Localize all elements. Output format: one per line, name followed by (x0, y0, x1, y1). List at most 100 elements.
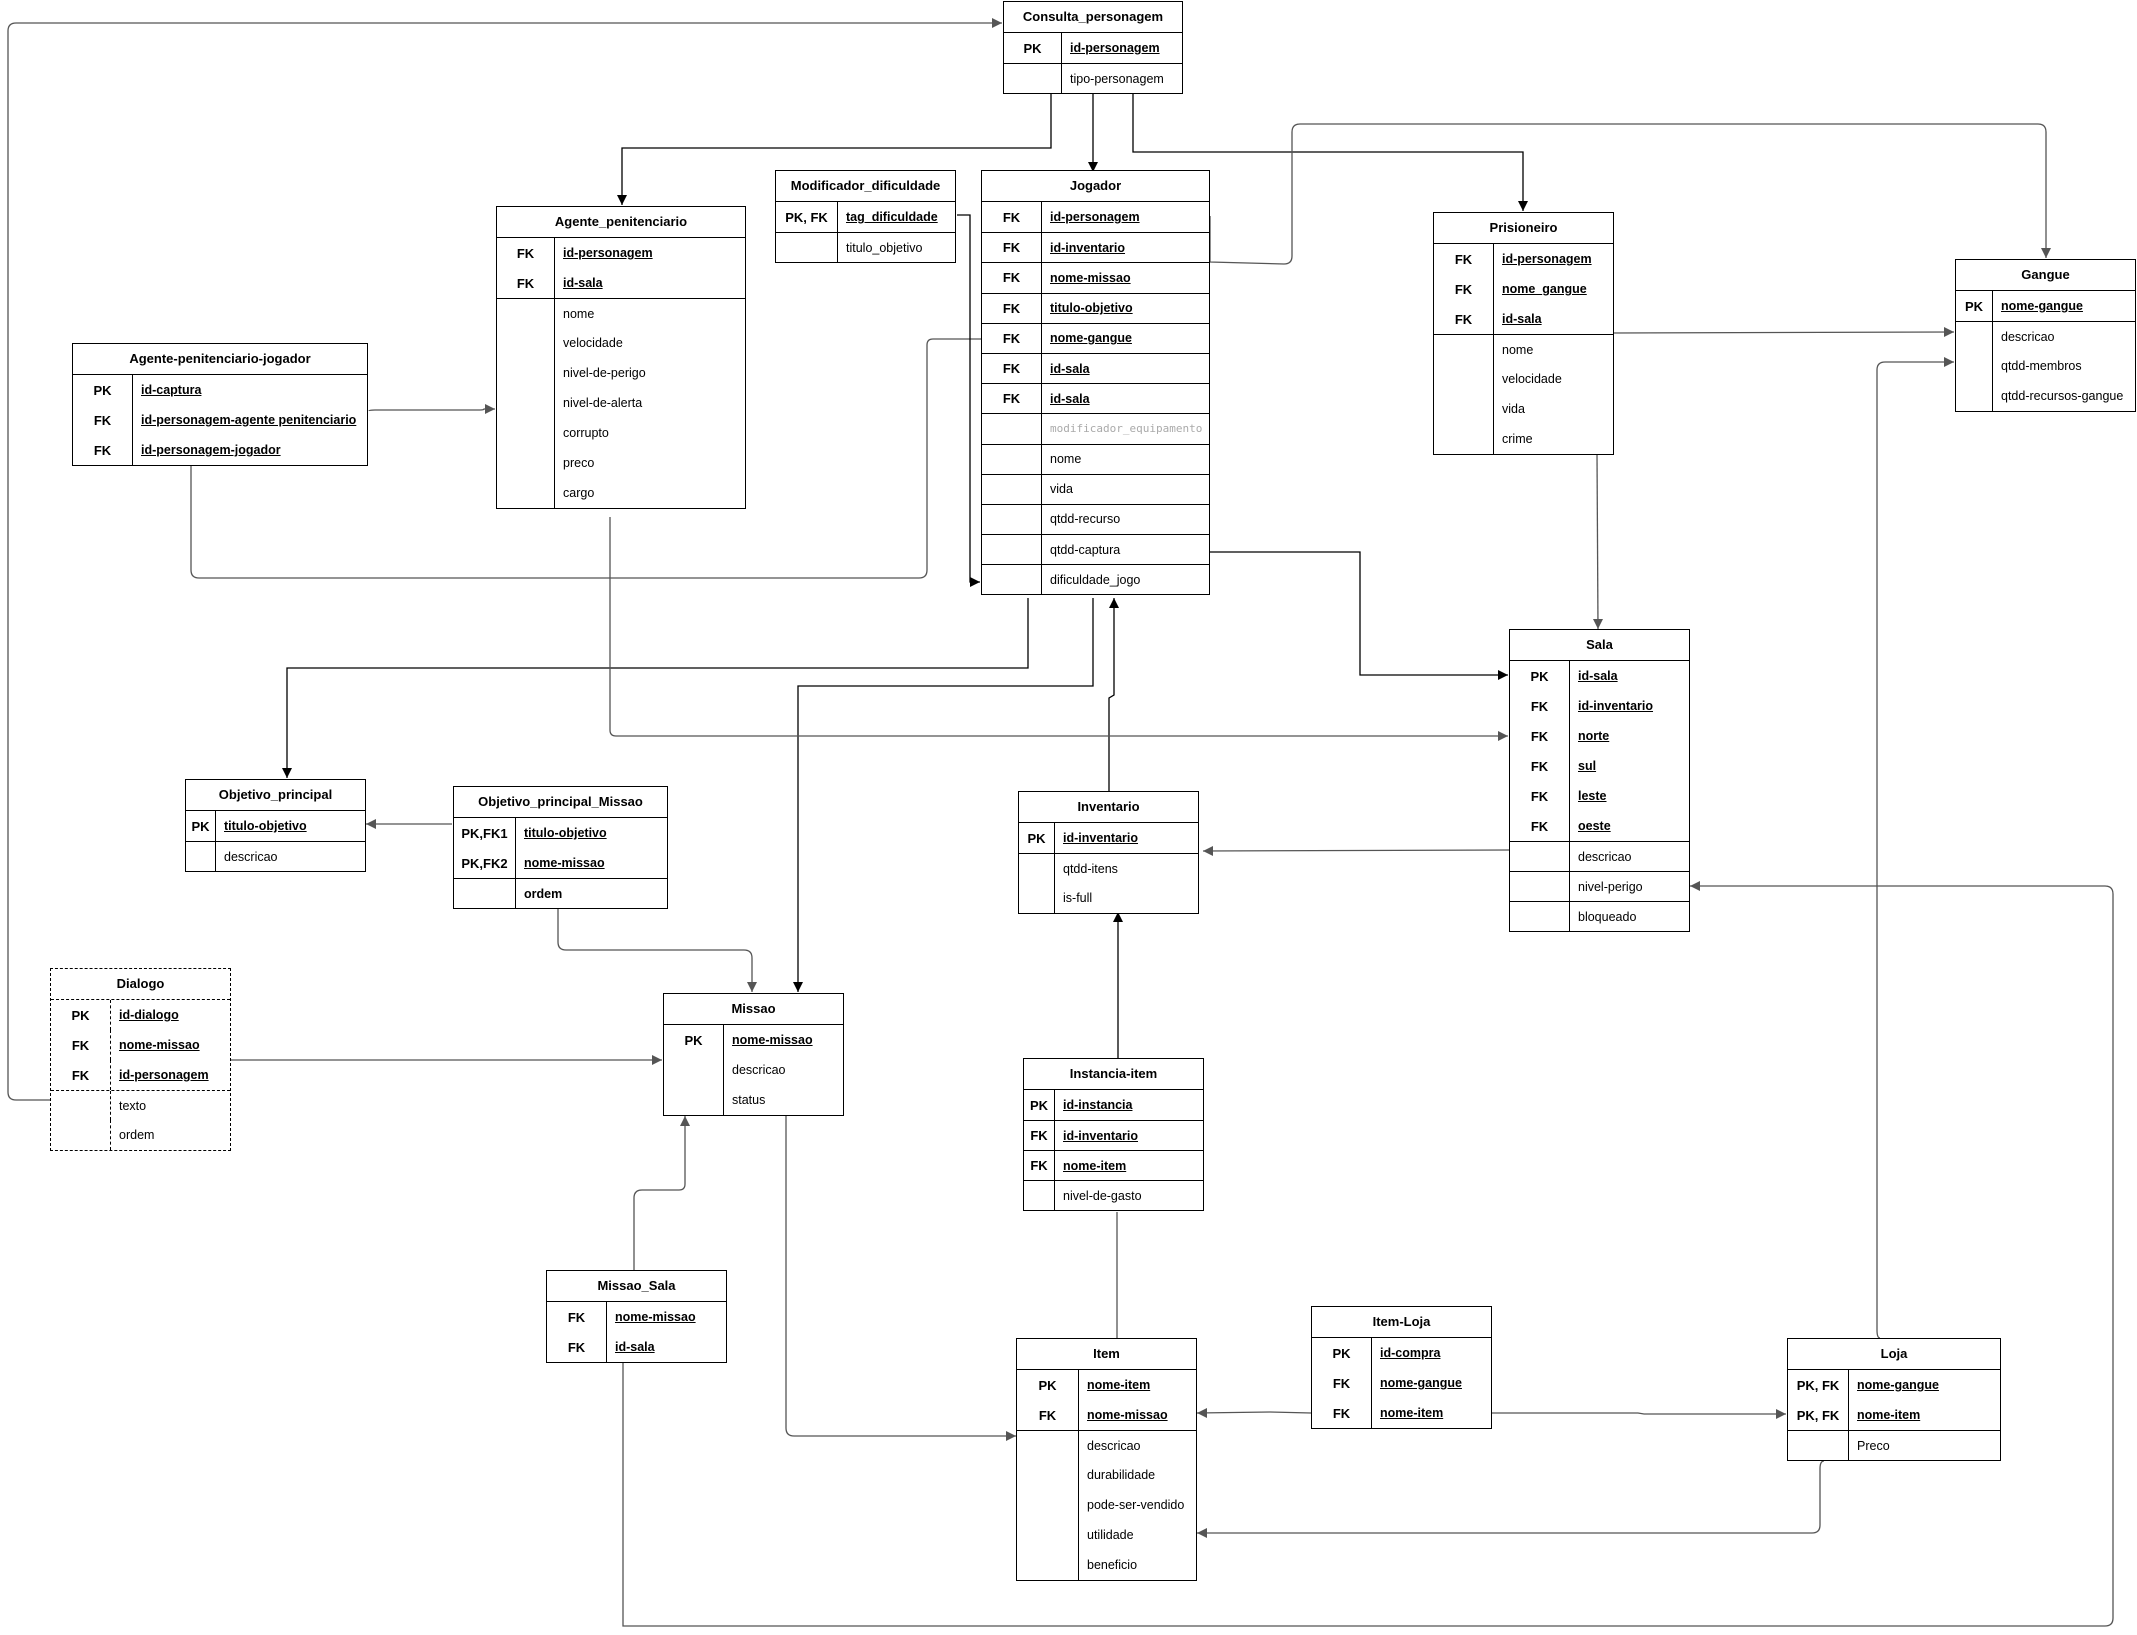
entity-row[interactable]: status (664, 1085, 843, 1115)
entity-row[interactable]: nome (1434, 334, 1613, 364)
entity-row[interactable]: bloqueado (1510, 901, 1689, 931)
entity-row[interactable]: crime (1434, 424, 1613, 454)
entity-row[interactable]: qtdd-captura (982, 534, 1209, 565)
entity-row[interactable]: durabilidade (1017, 1460, 1196, 1490)
entity-row[interactable]: qtdd-recurso (982, 503, 1209, 535)
entity-row[interactable]: titulo_objetivo (776, 232, 955, 262)
entity-row[interactable]: velocidade (1434, 364, 1613, 394)
entity-row[interactable]: nivel-de-perigo (497, 358, 745, 388)
entity-row[interactable]: Preco (1788, 1430, 2000, 1460)
entity-row[interactable]: qtdd-membros (1956, 351, 2135, 381)
entity-row[interactable]: nome (497, 298, 745, 328)
entity-row[interactable]: velocidade (497, 328, 745, 358)
entity-row[interactable]: ordem (454, 878, 667, 908)
entity-row[interactable]: vida (1434, 394, 1613, 424)
entity-row[interactable]: nivel-de-gasto (1024, 1180, 1203, 1210)
entity-row[interactable]: nivel-perigo (1510, 871, 1689, 901)
entity-row[interactable]: preco (497, 448, 745, 478)
entity-row[interactable]: descricao (1510, 841, 1689, 871)
entity-row[interactable]: ordem (51, 1120, 230, 1150)
entity-row[interactable]: nome (982, 443, 1209, 474)
entity-row[interactable]: descricao (1017, 1430, 1196, 1460)
entity-row[interactable]: cargo (497, 478, 745, 508)
entity-row[interactable]: modificador_equipamento (982, 413, 1209, 444)
entity-row[interactable]: qtdd-itens (1019, 853, 1198, 883)
entity-row[interactable]: beneficio (1017, 1550, 1196, 1580)
entity-row[interactable]: texto (51, 1090, 230, 1120)
entity-row[interactable]: is-full (1019, 883, 1198, 913)
entity-row[interactable]: corrupto (497, 418, 745, 448)
entity-row[interactable]: descricao (664, 1055, 843, 1085)
entity-row[interactable]: nivel-de-alerta (497, 388, 745, 418)
entity-row[interactable]: descricao (1956, 321, 2135, 351)
entity-row[interactable]: utilidade (1017, 1520, 1196, 1550)
entity-row[interactable]: qtdd-recursos-gangue (1956, 381, 2135, 411)
entity-row[interactable]: dificuldade_jogo (982, 564, 1209, 595)
entity-row[interactable]: tipo-personagem (1004, 63, 1182, 93)
entity-row[interactable]: vida (982, 473, 1209, 504)
entity-row[interactable]: pode-ser-vendido (1017, 1490, 1196, 1520)
